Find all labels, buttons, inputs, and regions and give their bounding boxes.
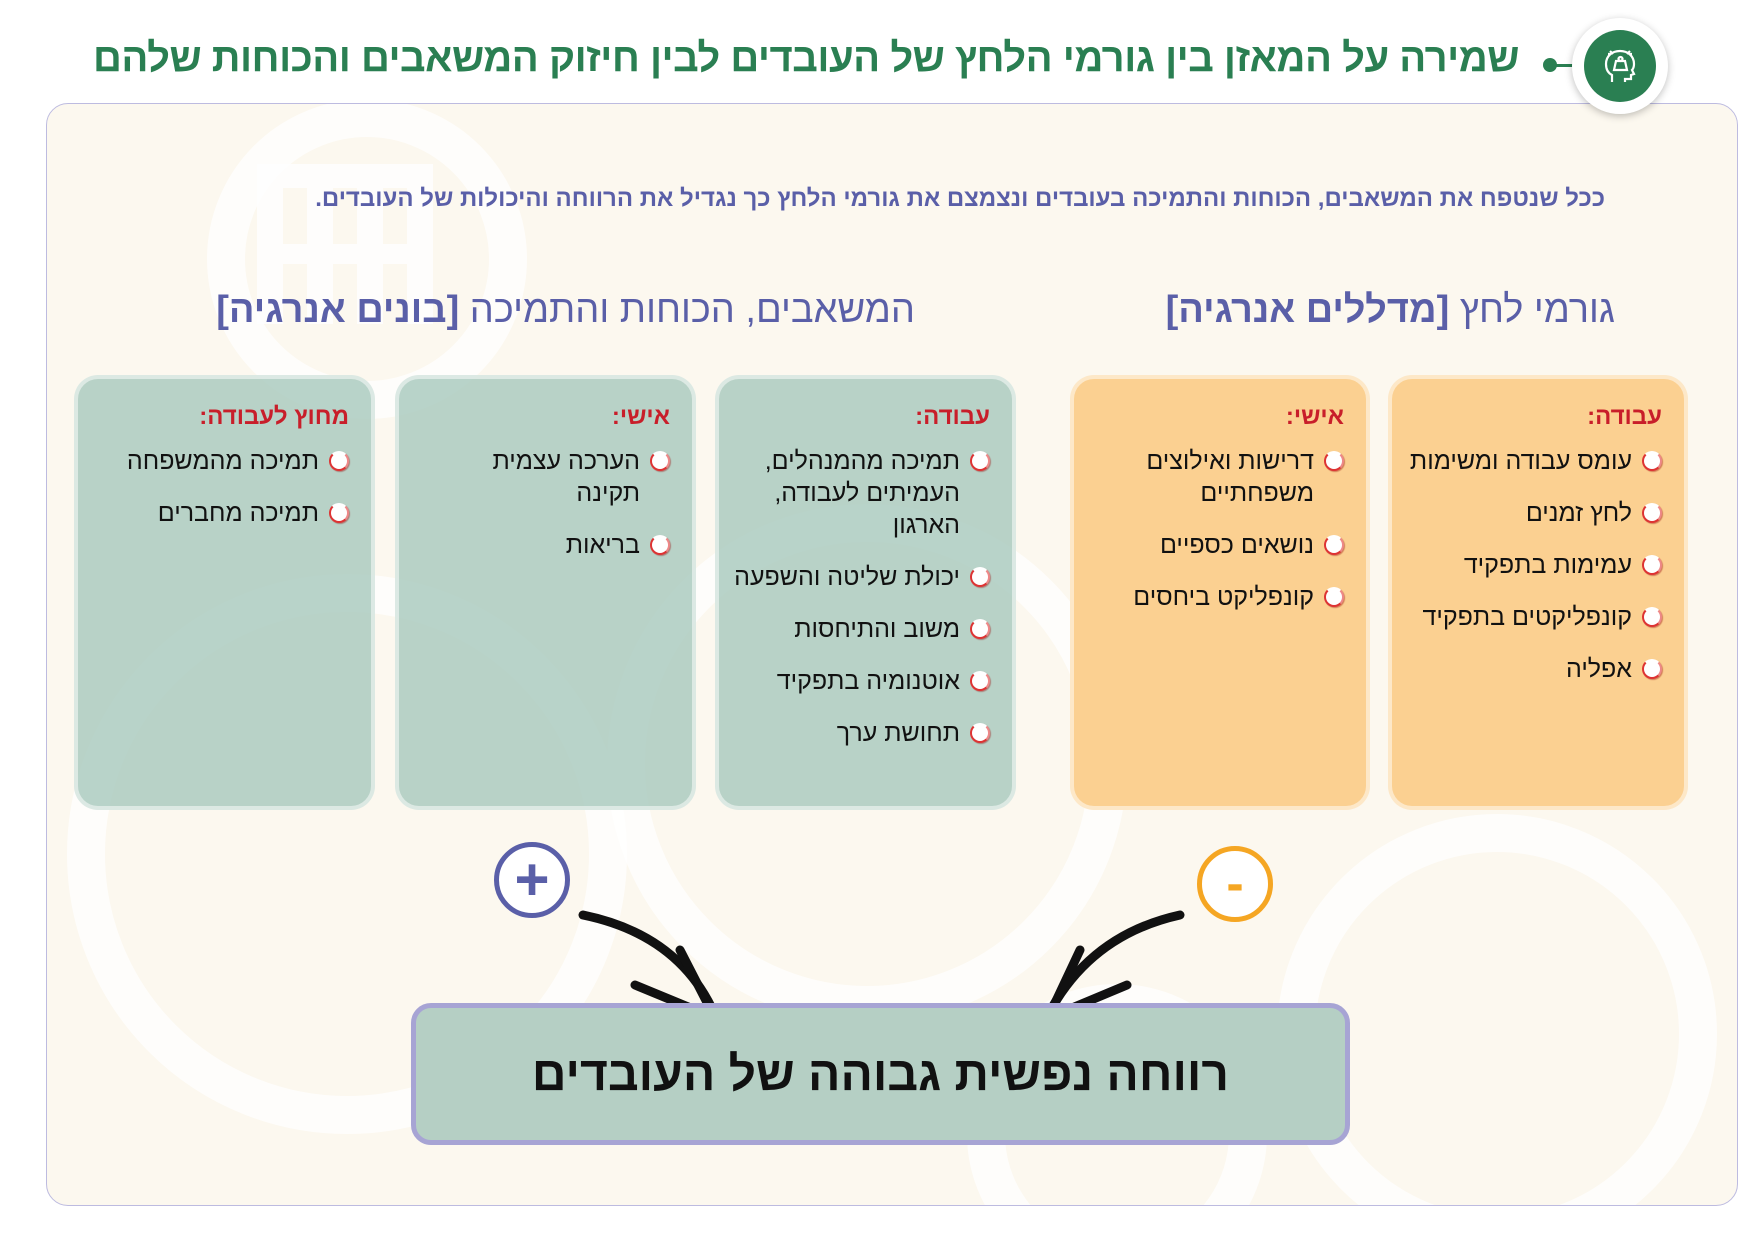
list-item: עומס עבודה ומשימות xyxy=(1406,445,1662,477)
list-item: דרישות ואילוצים משפחתיים xyxy=(1088,445,1344,509)
card-title: אישי: xyxy=(1285,403,1344,430)
list-item: נושאים כספיים xyxy=(1088,529,1344,561)
watermark-logo xyxy=(237,144,477,355)
title-connector xyxy=(1548,64,1578,67)
resources-work-card: עבודה: תמיכה מהמנהלים, העמיתים לעבודה, ה… xyxy=(715,375,1016,810)
list-item: בריאות xyxy=(413,529,670,561)
bullet-icon xyxy=(970,451,990,471)
subtitle: ככל שנטפח את המשאבים, הכוחות והתמיכה בעו… xyxy=(315,185,1605,212)
list-item: לחץ זמנים xyxy=(1406,497,1662,529)
list-item: משוב והתיחסות xyxy=(733,613,990,645)
list-item: אוטנומיה בתפקיד xyxy=(733,665,990,697)
list-item: תמיכה מהמשפחה xyxy=(92,445,349,477)
bullet-icon xyxy=(970,671,990,691)
list-item: תמיכה מחברים xyxy=(92,497,349,529)
stressors-header: גורמי לחץ [מדללים אנרגיה] xyxy=(1165,289,1615,331)
bullet-icon xyxy=(1642,503,1662,523)
card-title: עבודה: xyxy=(915,403,990,430)
bullet-icon xyxy=(1642,607,1662,627)
bullet-icon xyxy=(970,619,990,639)
bullet-icon xyxy=(329,503,349,523)
bullet-icon xyxy=(329,451,349,471)
resources-personal-card: אישי: הערכה עצמית תקינה בריאות xyxy=(395,375,696,810)
bullet-icon xyxy=(970,723,990,743)
resources-header: המשאבים, הכוחות והתמיכה [בונים אנרגיה] xyxy=(216,289,915,331)
card-title: אישי: xyxy=(611,403,670,430)
bullet-icon xyxy=(970,567,990,587)
title-dot xyxy=(1543,58,1557,72)
list-item: עמימות בתפקיד xyxy=(1406,549,1662,581)
minus-icon: - xyxy=(1197,846,1273,922)
bullet-icon xyxy=(650,535,670,555)
list-item: תחושת ערך xyxy=(733,717,990,749)
result-box: רווחה נפשית גבוהה של העובדים xyxy=(411,1003,1350,1145)
stressors-work-card: עבודה: עומס עבודה ומשימות לחץ זמנים עמימ… xyxy=(1388,375,1688,810)
page-title: שמירה על המאזן בין גורמי הלחץ של העובדים… xyxy=(93,36,1519,80)
bullet-icon xyxy=(650,451,670,471)
resources-outside-work-card: מחוץ לעבודה: תמיכה מהמשפחה תמיכה מחברים xyxy=(74,375,375,810)
bullet-icon xyxy=(1324,451,1344,471)
bullet-icon xyxy=(1324,587,1344,607)
list-item: יכולת שליטה והשפעה xyxy=(733,561,990,593)
bullet-icon xyxy=(1642,451,1662,471)
list-item: קונפליקט ביחסים xyxy=(1088,581,1344,613)
head-weight-icon xyxy=(1572,18,1668,114)
list-item: תמיכה מהמנהלים, העמיתים לעבודה, הארגון xyxy=(733,445,990,541)
bullet-icon xyxy=(1642,659,1662,679)
bullet-icon xyxy=(1324,535,1344,555)
card-title: מחוץ לעבודה: xyxy=(199,403,349,430)
list-item: הערכה עצמית תקינה xyxy=(413,445,670,509)
stressors-personal-card: אישי: דרישות ואילוצים משפחתיים נושאים כס… xyxy=(1070,375,1370,810)
list-item: קונפליקטים בתפקיד xyxy=(1406,601,1662,633)
bullet-icon xyxy=(1642,555,1662,575)
list-item: אפליה xyxy=(1406,653,1662,685)
card-title: עבודה: xyxy=(1587,403,1662,430)
plus-icon: + xyxy=(494,842,570,918)
